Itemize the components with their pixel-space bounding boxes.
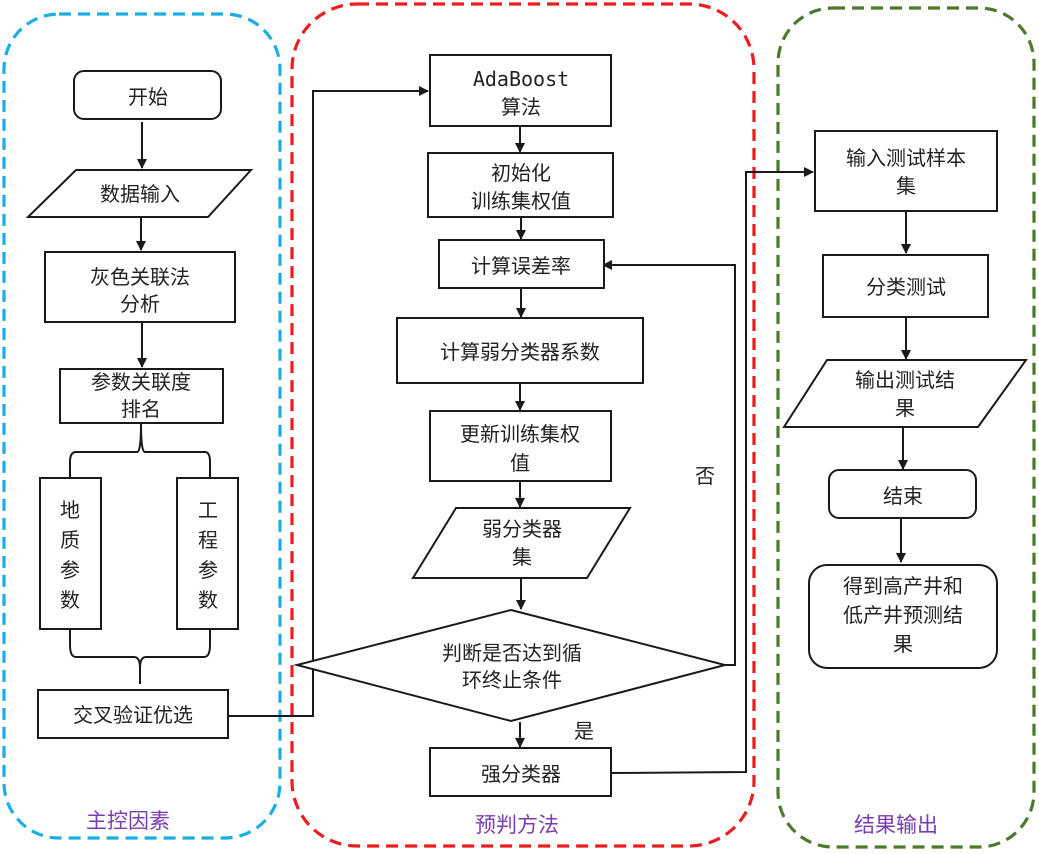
node-text-line: 参数关联度	[91, 370, 191, 394]
node-text-line: 弱分类器	[482, 517, 562, 541]
arrow-cross-to-adaboost	[228, 86, 429, 717]
svg-text:强分类器: 强分类器	[481, 762, 561, 786]
node-text-line: 数据输入	[100, 182, 180, 206]
node-geo-params: 地质参数	[39, 477, 102, 630]
node-ranking: 参数关联度排名	[59, 368, 224, 424]
node-strong-classifier: 强分类器	[429, 747, 612, 797]
node-text-line: 训练集权值	[471, 189, 571, 213]
svg-text:灰色关联法分析: 灰色关联法分析	[90, 265, 190, 316]
node-text-line: AdaBoost	[473, 67, 569, 91]
node-text-line: 参	[198, 558, 218, 582]
svg-text:地质参数: 地质参数	[60, 498, 80, 612]
node-test-input: 输入测试样本集	[814, 130, 998, 212]
svg-text:数据输入: 数据输入	[100, 182, 180, 206]
brace-bottom	[69, 629, 211, 684]
node-update-weights: 更新训练集权值	[429, 410, 612, 482]
svg-text:交叉验证优选: 交叉验证优选	[73, 703, 193, 727]
node-text-line: 强分类器	[481, 762, 561, 786]
node-test-output: 输出测试结果	[782, 359, 1028, 428]
node-end: 结束	[828, 469, 977, 519]
svg-text:输出测试结果: 输出测试结果	[855, 368, 955, 420]
node-text-line: 果	[893, 632, 913, 656]
node-result: 得到高产井和低产井预测结果	[808, 564, 998, 669]
node-text-line: 初始化	[491, 161, 551, 185]
svg-text:输入测试样本集: 输入测试样本集	[846, 146, 966, 198]
node-text-line: 值	[510, 451, 530, 475]
svg-text:参数关联度排名: 参数关联度排名	[91, 370, 191, 421]
group-output-label: 结果输出	[854, 813, 938, 837]
group-method-border	[290, 2, 756, 848]
node-text-line: 开始	[128, 85, 168, 109]
node-text-line: 果	[895, 396, 915, 420]
node-text-line: 排名	[121, 397, 161, 421]
node-text-line: 工	[198, 498, 218, 522]
node-decision: 判断是否达到循环终止条件	[293, 608, 729, 723]
node-text-line: 灰色关联法	[90, 265, 190, 289]
node-weak-coef: 计算弱分类器系数	[396, 317, 644, 384]
brace-top	[69, 423, 211, 478]
node-start: 开始	[73, 70, 222, 120]
svg-text:分类测试: 分类测试	[866, 275, 946, 299]
node-text-line: 质	[60, 528, 80, 552]
node-text-line: 交叉验证优选	[73, 703, 193, 727]
node-text-line: 分析	[120, 292, 160, 316]
node-text-line: 环终止条件	[462, 668, 562, 692]
group-method-label: 预判方法	[475, 813, 559, 837]
node-text-line: 程	[198, 528, 218, 552]
node-cross-validation: 交叉验证优选	[37, 689, 229, 739]
node-text-line: 输入测试样本	[846, 146, 966, 170]
node-text-line: 算法	[501, 95, 541, 119]
arrow-strong-to-test-input	[611, 167, 814, 774]
node-text-line: 集	[512, 545, 532, 569]
node-text-line: 参	[60, 558, 80, 582]
node-text-line: 地	[60, 498, 80, 522]
node-init-weights: 初始化训练集权值	[427, 152, 614, 218]
node-text-line: 低产井预测结	[843, 603, 963, 627]
svg-text:计算弱分类器系数: 计算弱分类器系数	[440, 340, 600, 364]
node-text-line: 结束	[883, 484, 923, 508]
label-no: 否	[695, 464, 715, 488]
arrow-decision-no-loop	[602, 260, 736, 666]
svg-text:弱分类器集: 弱分类器集	[482, 517, 562, 569]
group-output-border	[776, 6, 1036, 849]
svg-text:计算误差率: 计算误差率	[471, 254, 571, 278]
label-yes: 是	[574, 719, 594, 743]
node-adaboost: AdaBoost 算法	[429, 54, 612, 127]
node-text-line: 判断是否达到循	[442, 641, 582, 665]
node-text-line: 集	[896, 174, 916, 198]
node-data-input: 数据输入	[25, 169, 254, 218]
svg-text:结束: 结束	[883, 484, 923, 508]
svg-text:开始: 开始	[128, 85, 168, 109]
svg-text:初始化训练集权值: 初始化训练集权值	[471, 161, 571, 213]
svg-text:工程参数: 工程参数	[198, 498, 218, 612]
node-text-line: 更新训练集权	[460, 422, 580, 446]
connectors: 否 是	[69, 86, 911, 774]
svg-text:判断是否达到循环终止条件: 判断是否达到循环终止条件	[442, 641, 582, 692]
node-text-line: 数	[60, 588, 80, 612]
node-text-line: 分类测试	[866, 275, 946, 299]
node-eng-params: 工程参数	[176, 477, 239, 630]
node-error-rate: 计算误差率	[438, 239, 605, 289]
node-classify-test: 分类测试	[822, 254, 989, 318]
node-weak-set: 弱分类器集	[411, 507, 632, 579]
svg-text:更新训练集权值: 更新训练集权值	[460, 422, 580, 475]
node-text-line: 得到高产井和	[843, 574, 963, 598]
node-text-line: 计算弱分类器系数	[440, 340, 600, 364]
group-control-label: 主控因素	[86, 809, 170, 833]
node-text-line: 计算误差率	[471, 254, 571, 278]
node-grey-relational: 灰色关联法分析	[44, 251, 236, 323]
node-text-line: 数	[198, 588, 218, 612]
svg-text:得到高产井和低产井预测结果: 得到高产井和低产井预测结果	[843, 574, 963, 656]
node-text-line: 输出测试结	[855, 368, 955, 392]
group-control-border	[2, 12, 282, 840]
